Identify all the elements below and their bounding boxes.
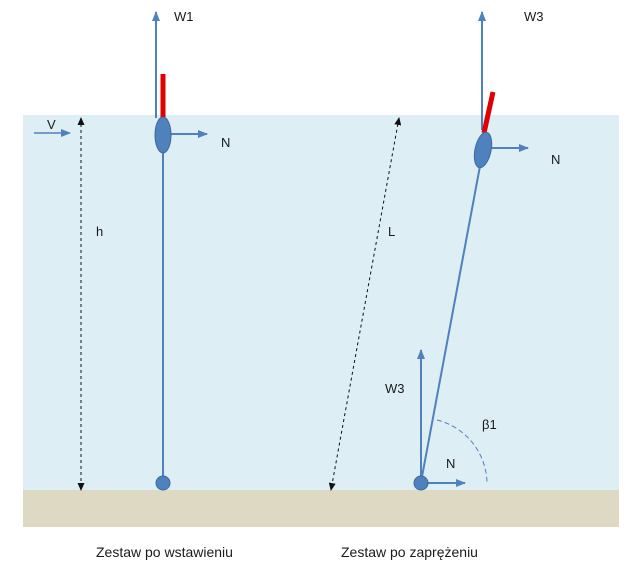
label-l: L (388, 224, 395, 239)
label-w1: W1 (174, 9, 194, 24)
label-n-anchor: N (446, 456, 455, 471)
water-area (23, 115, 619, 491)
caption-left: Zestaw po wstawieniu (96, 544, 233, 560)
left-anchor (155, 475, 171, 491)
seabed-area (23, 490, 619, 527)
caption-right: Zestaw po zaprężeniu (341, 544, 478, 560)
right-mast (481, 91, 496, 134)
right-buoy (473, 131, 493, 169)
label-w3-bottom: W3 (385, 381, 405, 396)
label-n-right: N (551, 152, 560, 167)
label-v: V (47, 117, 56, 132)
right-inclined-line (420, 149, 484, 483)
label-beta: β1 (482, 417, 497, 432)
label-h: h (96, 224, 103, 239)
left-buoy (154, 116, 172, 154)
label-n-left: N (221, 135, 230, 150)
right-anchor (413, 475, 429, 491)
beta-angle-arc (436, 419, 488, 485)
label-w3-top: W3 (524, 9, 544, 24)
